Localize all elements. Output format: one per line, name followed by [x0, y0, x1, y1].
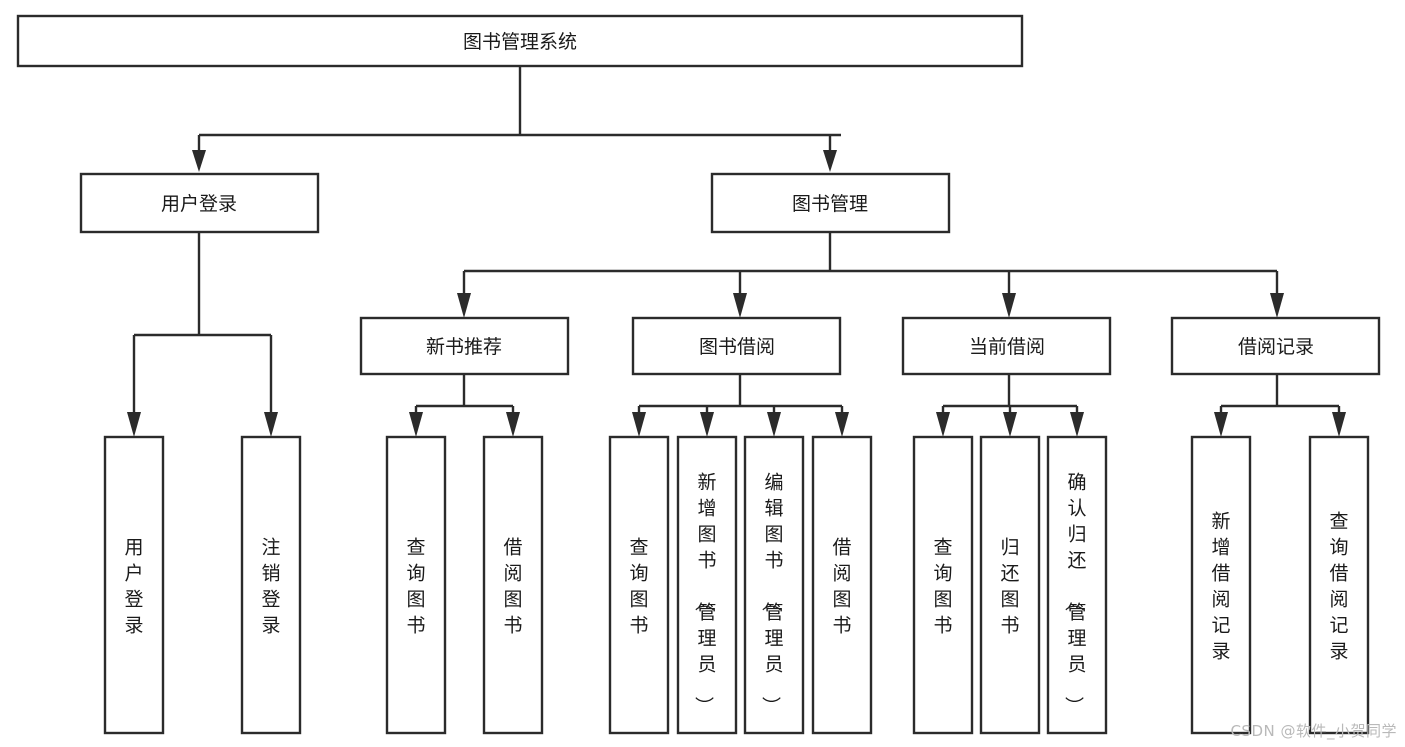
node-user-login-label: 用户登录 — [161, 193, 237, 215]
node-leaf-borrow-book-2[interactable]: 借阅图书 — [811, 435, 873, 735]
node-user-login-box — [79, 172, 320, 234]
node-new-book-recommend-label: 新书推荐 — [426, 336, 502, 358]
node-leaf-add-borrow-record-label: 新增借阅记录 — [1211, 510, 1230, 662]
connector-book-borrow-to-leaves — [632, 374, 849, 437]
csdn-watermark: CSDN @软件_小贺同学 — [1230, 722, 1397, 740]
node-borrow-record-box — [1170, 316, 1381, 376]
node-leaf-query-borrow-record[interactable]: 查询借阅记录 — [1308, 435, 1370, 735]
node-leaf-query-book-3-label: 查询图书 — [933, 536, 952, 636]
node-leaf-borrow-book-1[interactable]: 借阅图书 — [482, 435, 544, 735]
node-borrow-record[interactable]: 借阅记录 — [1170, 316, 1381, 376]
arrow-current-borrow-leaf2 — [1003, 412, 1017, 437]
connector-current-borrow-to-leaves — [936, 374, 1084, 437]
node-leaf-user-login[interactable]: 用户登录 — [103, 435, 165, 735]
arrow-new-book-leaf2 — [506, 412, 520, 437]
node-leaf-user-login-box — [103, 435, 165, 735]
node-leaf-confirm-return-label: 确认归还（管理员） — [1062, 471, 1086, 715]
arrow-to-book-borrow — [733, 293, 747, 318]
node-leaf-user-login-label: 用户登录 — [124, 536, 143, 636]
node-book-borrow[interactable]: 图书借阅 — [631, 316, 842, 376]
node-leaf-query-book-3-box — [912, 435, 974, 735]
node-leaf-edit-book[interactable]: 编辑图书（管理员） — [743, 435, 805, 735]
arrow-user-login-leaf2 — [264, 412, 278, 437]
arrow-to-borrow-record — [1270, 293, 1284, 318]
node-book-management-box — [710, 172, 951, 234]
node-root-system[interactable]: 图书管理系统 — [16, 14, 1024, 68]
node-leaf-add-book-label: 新增图书（管理员） — [692, 471, 716, 715]
node-leaf-logout[interactable]: 注销登录 — [240, 435, 302, 735]
node-leaf-logout-box — [240, 435, 302, 735]
node-leaf-edit-book-label: 编辑图书（管理员） — [759, 471, 783, 715]
arrow-current-borrow-leaf1 — [936, 412, 950, 437]
node-leaf-edit-book-box — [743, 435, 805, 735]
node-leaf-add-book[interactable]: 新增图书（管理员） — [676, 435, 738, 735]
node-leaf-confirm-return-box — [1046, 435, 1108, 735]
arrow-to-user-login — [192, 150, 206, 172]
arrow-book-borrow-leaf4 — [835, 412, 849, 437]
node-leaf-query-book-3[interactable]: 查询图书 — [912, 435, 974, 735]
node-current-borrow-label: 当前借阅 — [969, 336, 1045, 358]
connector-user-login-to-leaves — [127, 232, 278, 437]
arrow-to-new-book — [457, 293, 471, 318]
node-book-management-label: 图书管理 — [792, 193, 868, 215]
node-leaf-query-book-1-label: 查询图书 — [406, 536, 425, 636]
node-leaf-add-borrow-record-box — [1190, 435, 1252, 735]
node-leaf-query-borrow-record-box — [1308, 435, 1370, 735]
node-leaf-query-borrow-record-label: 查询借阅记录 — [1329, 510, 1348, 662]
node-borrow-record-label: 借阅记录 — [1238, 336, 1314, 358]
node-leaf-return-book[interactable]: 归还图书 — [979, 435, 1041, 735]
node-leaf-confirm-return[interactable]: 确认归还（管理员） — [1046, 435, 1108, 735]
arrow-current-borrow-leaf3 — [1070, 412, 1084, 437]
connector-new-book-to-leaves — [409, 374, 520, 437]
node-new-book-recommend-box — [359, 316, 570, 376]
node-leaf-add-borrow-record[interactable]: 新增借阅记录 — [1190, 435, 1252, 735]
node-root-label: 图书管理系统 — [463, 31, 577, 53]
arrow-to-current-borrow — [1002, 293, 1016, 318]
node-leaf-query-book-2-box — [608, 435, 670, 735]
node-leaf-borrow-book-2-label: 借阅图书 — [832, 536, 851, 636]
node-user-login[interactable]: 用户登录 — [79, 172, 320, 234]
node-leaf-return-book-box — [979, 435, 1041, 735]
connector-borrow-record-to-leaves — [1214, 374, 1346, 437]
connector-book-mgmt-to-level3 — [457, 232, 1284, 318]
node-book-management[interactable]: 图书管理 — [710, 172, 951, 234]
node-leaf-query-book-2[interactable]: 查询图书 — [608, 435, 670, 735]
node-leaf-query-book-1[interactable]: 查询图书 — [385, 435, 447, 735]
node-leaf-return-book-label: 归还图书 — [1000, 536, 1019, 636]
node-leaf-borrow-book-1-box — [482, 435, 544, 735]
arrow-user-login-leaf1 — [127, 412, 141, 437]
connector-root-to-level2 — [192, 66, 841, 172]
node-leaf-add-book-box — [676, 435, 738, 735]
arrow-to-book-mgmt — [823, 150, 837, 172]
arrow-book-borrow-leaf1 — [632, 412, 646, 437]
node-book-borrow-label: 图书借阅 — [699, 336, 775, 358]
node-current-borrow[interactable]: 当前借阅 — [901, 316, 1112, 376]
node-leaf-logout-label: 注销登录 — [261, 536, 280, 636]
node-leaf-borrow-book-2-box — [811, 435, 873, 735]
node-leaf-query-book-2-label: 查询图书 — [629, 536, 648, 636]
arrow-borrow-record-leaf1 — [1214, 412, 1228, 437]
arrow-new-book-leaf1 — [409, 412, 423, 437]
node-book-borrow-box — [631, 316, 842, 376]
arrow-borrow-record-leaf2 — [1332, 412, 1346, 437]
node-leaf-query-book-1-box — [385, 435, 447, 735]
arrow-book-borrow-leaf2 — [700, 412, 714, 437]
arrow-book-borrow-leaf3 — [767, 412, 781, 437]
node-root-box — [16, 14, 1024, 68]
node-leaf-borrow-book-1-label: 借阅图书 — [503, 536, 522, 636]
node-current-borrow-box — [901, 316, 1112, 376]
node-new-book-recommend[interactable]: 新书推荐 — [359, 316, 570, 376]
